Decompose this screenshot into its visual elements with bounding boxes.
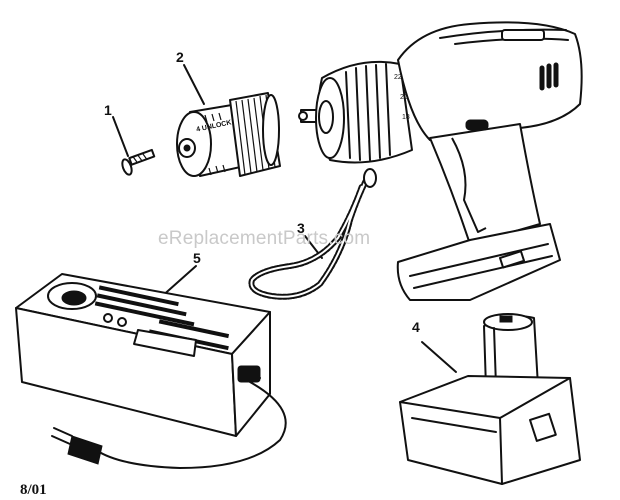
charger-part	[15, 265, 287, 469]
clutch-mark-18: 18	[402, 114, 410, 121]
callout-5: 5	[193, 250, 201, 266]
screw-part	[112, 116, 156, 176]
watermark: eReplacementParts.com	[158, 228, 371, 249]
chuck-part	[176, 64, 281, 177]
battery-part	[399, 313, 581, 485]
clutch-mark-20: 20	[400, 94, 408, 101]
lanyard-part	[248, 168, 377, 300]
clutch-mark-22: 22	[394, 74, 402, 81]
drill-body	[298, 21, 583, 301]
callout-1: 1	[104, 102, 112, 118]
date-code: 8/01	[20, 482, 47, 498]
callout-4: 4	[412, 319, 420, 335]
callout-2: 2	[176, 49, 184, 65]
callout-3: 3	[297, 220, 305, 236]
